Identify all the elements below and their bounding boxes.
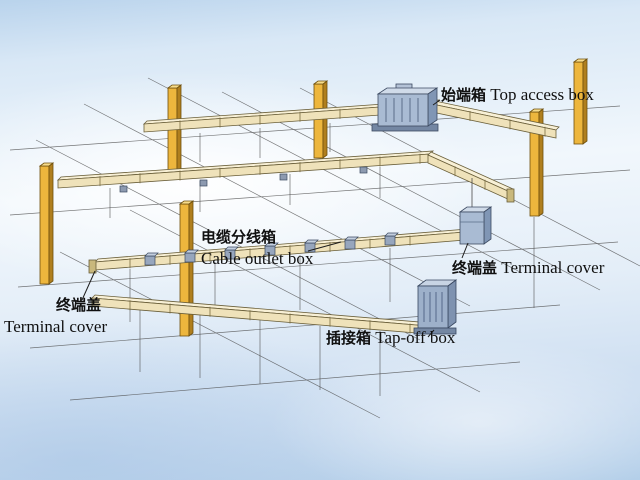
label-terminal-cover-right: 终端盖 Terminal cover <box>452 257 604 279</box>
tap-off-box <box>413 279 458 335</box>
column-3 <box>572 58 589 145</box>
label-tap-off-box-zh: 插接箱 <box>326 330 372 347</box>
column-4 <box>528 108 545 217</box>
label-terminal-cover-left: 终端盖 Terminal cover <box>4 297 107 337</box>
label-top-access-box-en: Top access box <box>486 85 594 104</box>
label-terminal-cover-left-en: Terminal cover <box>4 316 108 336</box>
cable-outlet-box <box>384 232 399 246</box>
cable-outlet-box <box>344 236 359 250</box>
label-cable-outlet-box-en: Cable outlet box <box>201 248 314 268</box>
label-cable-outlet-box-zh: 电缆分线箱 <box>201 229 277 246</box>
column-6 <box>178 200 195 337</box>
branch-run-2 <box>427 151 514 201</box>
label-terminal-cover-left-zh: 终端盖 <box>56 297 102 314</box>
distribution-box <box>458 178 493 245</box>
leader-lines <box>81 99 469 338</box>
top-access-box <box>371 83 439 132</box>
terminal-cover-cap-branch <box>506 188 515 203</box>
terminal-cover-cap-left <box>88 259 97 274</box>
busway-run-2 <box>56 150 435 189</box>
label-cable-outlet-box: 电缆分线箱 Cable outlet box <box>201 229 313 269</box>
column-2 <box>312 80 329 159</box>
cable-outlet-box <box>304 239 319 253</box>
label-terminal-cover-right-zh: 终端盖 <box>452 260 498 277</box>
cable-outlet-box <box>184 249 199 263</box>
label-top-access-box-zh: 始端箱 <box>441 87 487 104</box>
hanger-lines <box>109 123 535 396</box>
duct-joints <box>99 103 546 334</box>
column-5 <box>38 162 55 285</box>
cable-outlet-box <box>144 252 159 266</box>
branch-run-1 <box>431 100 560 139</box>
label-terminal-cover-right-en: Terminal cover <box>497 258 605 277</box>
label-tap-off-box-en: Tap-off box <box>371 328 456 347</box>
label-top-access-box: 始端箱 Top access box <box>441 84 594 106</box>
cable-outlet-box <box>264 242 279 256</box>
label-tap-off-box: 插接箱 Tap-off box <box>326 327 455 349</box>
cable-outlet-box <box>224 246 239 260</box>
cable-outlet-boxes <box>144 232 399 266</box>
tap-pads <box>119 166 368 193</box>
